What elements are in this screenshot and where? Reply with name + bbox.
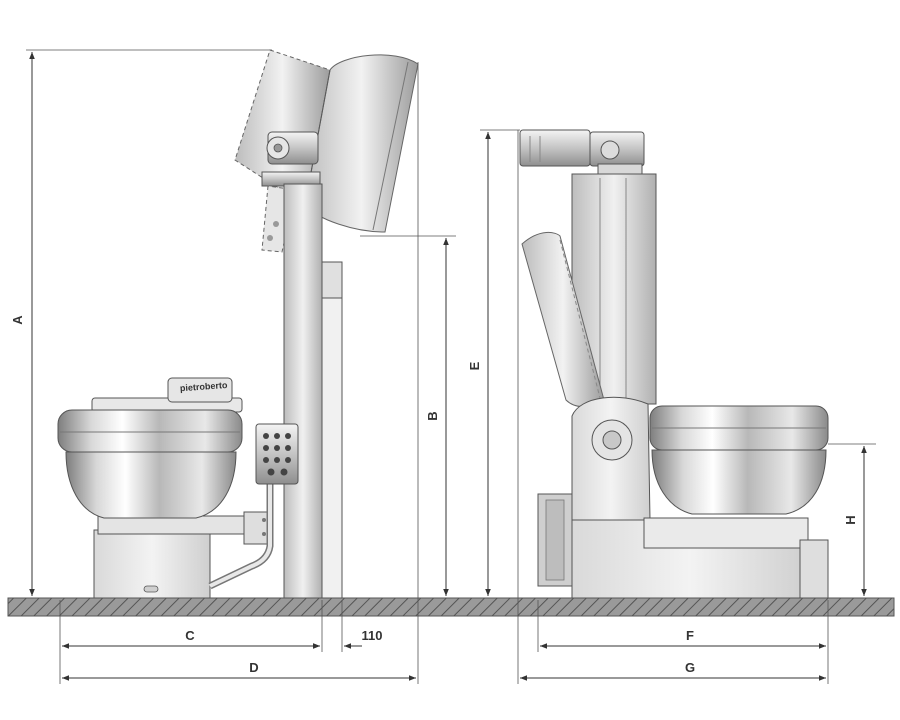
dimension-lines — [26, 49, 876, 684]
machine-right-view — [519, 129, 829, 599]
dim-label-c: C — [185, 628, 195, 643]
dim-label-d: D — [249, 660, 258, 675]
dim-label-e: E — [467, 361, 482, 370]
machine-left-view: pietroberto — [57, 49, 419, 599]
dim-label-110: 110 — [362, 628, 383, 643]
bowl-left — [57, 377, 243, 519]
control-panel — [255, 423, 299, 485]
brand-label: pietroberto — [180, 380, 229, 393]
bowl-right — [649, 405, 829, 515]
dim-label-f: F — [686, 628, 694, 643]
dim-label-g: G — [685, 660, 695, 675]
motor-top — [519, 129, 645, 175]
body-right — [571, 396, 829, 599]
raised-bowl-ghost — [234, 49, 419, 233]
dim-label-b: B — [425, 411, 440, 420]
floor — [7, 597, 895, 617]
dim-label-h: H — [843, 515, 858, 524]
dim-label-a: A — [10, 315, 25, 325]
column-left — [283, 183, 323, 599]
